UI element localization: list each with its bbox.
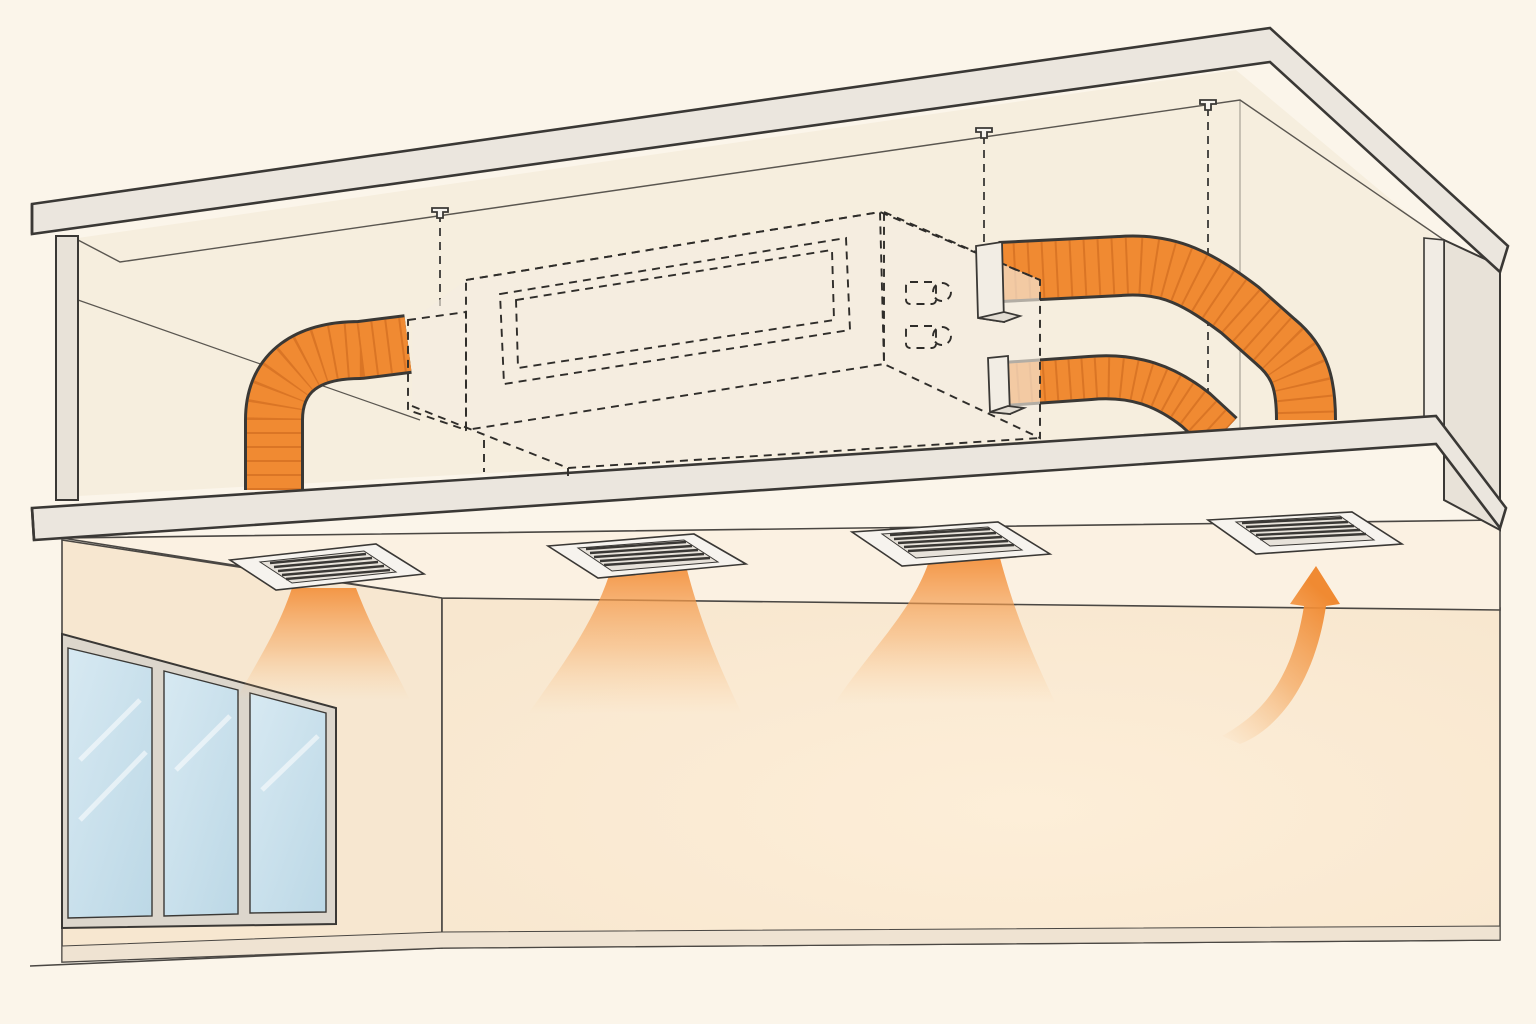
baseboard	[61, 925, 1501, 963]
window-pane-3	[249, 692, 327, 914]
window-pane-2	[163, 670, 239, 917]
anchor-icon	[1199, 99, 1217, 111]
grilles	[227, 511, 1405, 591]
supply-airflow-2	[528, 566, 742, 714]
return-grille	[1205, 511, 1405, 555]
duct-upper-right	[998, 234, 1337, 421]
supply-grille-2	[545, 533, 749, 579]
duct-collars	[975, 240, 1028, 415]
return-airflow-arrow	[1222, 566, 1340, 744]
window-pane-1	[67, 647, 153, 919]
collar-upper	[975, 240, 1005, 324]
anchor-icon	[431, 207, 449, 219]
plenum-left-wall	[55, 235, 79, 501]
supply-grille-3	[849, 521, 1053, 567]
supply-grille-1	[227, 543, 427, 591]
plenum-edge-top	[77, 99, 1445, 263]
hanger-rods	[439, 108, 1209, 406]
ducts	[244, 234, 1337, 490]
unit-inlet-flange	[407, 310, 467, 432]
roof-slab	[30, 26, 1510, 275]
supply-airflow-1	[236, 588, 410, 700]
plenum-edge-left	[77, 299, 421, 421]
collar-lower	[987, 355, 1011, 415]
duct-lower-right	[1002, 354, 1238, 451]
airflow	[236, 558, 1340, 744]
unit-bottom	[411, 405, 1041, 469]
duct-left	[244, 314, 412, 490]
ceiling-slab	[30, 414, 1508, 542]
ceiling-anchors	[431, 99, 1217, 219]
pipe-connection-upper	[905, 281, 952, 305]
pipe-connection-lower	[905, 325, 952, 349]
window	[61, 632, 337, 930]
supply-airflow-3	[834, 558, 1056, 704]
anchor-icon	[975, 127, 993, 139]
